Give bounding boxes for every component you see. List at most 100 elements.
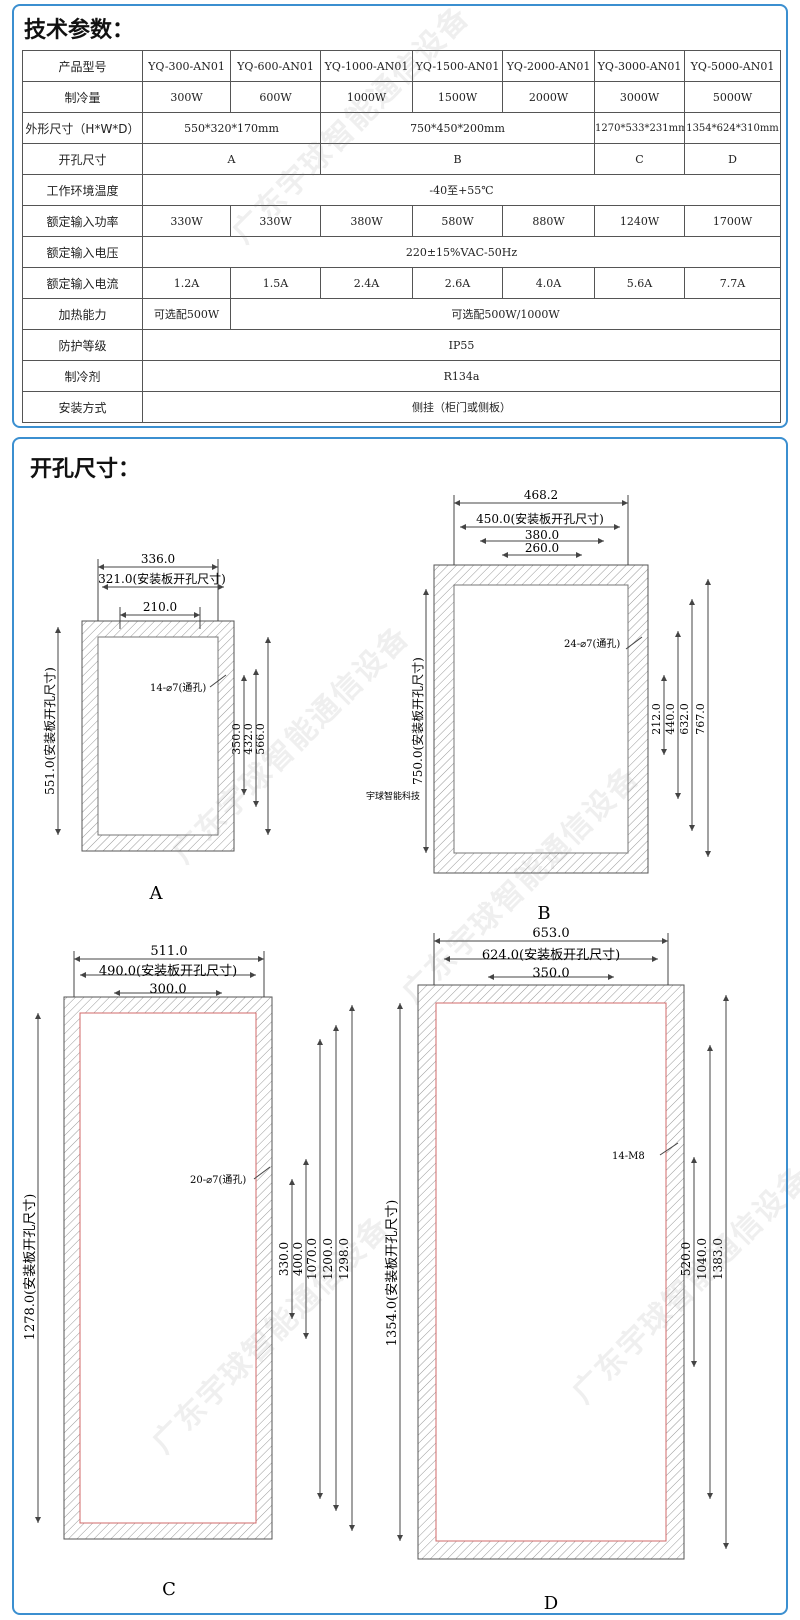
- table-cell: 3000W: [594, 81, 685, 113]
- table-row: 额定输入功率 330W 330W 380W 580W 880W 1240W 17…: [22, 205, 781, 237]
- spec-table: 产品型号 YQ-300-AN01 YQ-600-AN01 YQ-1000-AN0…: [22, 50, 781, 423]
- table-cell: 1.5A: [230, 267, 321, 299]
- table-row: 工作环境温度 -40至+55℃: [22, 174, 781, 206]
- dim-a-v3: 566.0: [254, 723, 267, 755]
- dim-a-cut-h: 551.0(安装板开孔尺寸): [42, 667, 57, 795]
- table-cell: 5.6A: [594, 267, 685, 299]
- table-cell: YQ-3000-AN01: [594, 50, 685, 82]
- cutout-drawings: 336.0 321.0(安装板开孔尺寸) 210.0 551.0(安装板开孔尺寸…: [23, 488, 729, 1613]
- dim-b-outer-w: 468.2: [524, 488, 558, 502]
- dim-d-w2: 350.0: [532, 966, 569, 981]
- row-label: 额定输入功率: [22, 205, 143, 237]
- table-row: 开孔尺寸 A B C D: [22, 143, 781, 175]
- label-a-holes: 14-⌀7(通孔): [150, 682, 206, 694]
- table-cell: -40至+55℃: [142, 174, 781, 206]
- table-row: 外形尺寸（H*W*D） 550*320*170mm 750*450*200mm …: [22, 112, 781, 144]
- row-label: 加热能力: [22, 298, 143, 330]
- row-label: 制冷剂: [22, 360, 143, 392]
- dim-d-cut-h: 1354.0(安装板开孔尺寸): [385, 1200, 400, 1347]
- table-cell: 可选配500W/1000W: [230, 298, 781, 330]
- row-label: 额定输入电压: [22, 236, 143, 268]
- drawings-panel: 开孔尺寸： 336.0 321.0(安装板开孔尺寸) 210.0 55: [12, 437, 788, 1615]
- dim-b-v2: 440.0: [664, 703, 677, 735]
- table-row: 产品型号 YQ-300-AN01 YQ-600-AN01 YQ-1000-AN0…: [22, 50, 781, 82]
- label-b: B: [537, 903, 550, 924]
- dim-c-v5: 1298.0: [337, 1238, 351, 1280]
- dim-b-cut-h: 750.0(安装板开孔尺寸): [410, 657, 425, 785]
- dim-c-cut-h: 1278.0(安装板开孔尺寸): [23, 1194, 38, 1341]
- dim-b-cut-w: 450.0(安装板开孔尺寸): [476, 511, 604, 526]
- table-row: 制冷量 300W 600W 1000W 1500W 2000W 3000W 50…: [22, 81, 781, 113]
- table-row: 额定输入电压 220±15%VAC-50Hz: [22, 236, 781, 268]
- label-d-holes: 14-M8: [612, 1151, 645, 1162]
- table-cell: D: [684, 143, 781, 175]
- table-cell: 580W: [412, 205, 503, 237]
- drawing-d: 653.0 624.0(安装板开孔尺寸) 350.0 1354.0(安装板开孔尺…: [385, 926, 729, 1613]
- dim-d-v3: 1383.0: [711, 1238, 725, 1280]
- table-cell: 550*320*170mm: [142, 112, 321, 144]
- table-cell: 1000W: [320, 81, 413, 113]
- dim-d-cut-w: 624.0(安装板开孔尺寸): [482, 948, 620, 963]
- table-row: 安装方式 侧挂（柜门或侧板）: [22, 391, 781, 423]
- table-cell: IP55: [142, 329, 781, 361]
- dim-b-w2: 380.0: [525, 528, 559, 542]
- drawings-title: 开孔尺寸：: [30, 457, 141, 482]
- table-cell: YQ-1000-AN01: [320, 50, 413, 82]
- dim-a-outer-w: 336.0: [141, 552, 175, 566]
- table-cell: YQ-2000-AN01: [502, 50, 595, 82]
- dim-b-v1: 212.0: [650, 703, 663, 735]
- dim-a-cut-w: 321.0(安装板开孔尺寸): [98, 571, 226, 586]
- dim-b-w3: 260.0: [525, 541, 559, 555]
- table-cell: 880W: [502, 205, 595, 237]
- table-cell: 7.7A: [684, 267, 781, 299]
- drawing-b: 468.2 450.0(安装板开孔尺寸) 380.0 260.0 750.0(安…: [366, 488, 711, 924]
- row-label: 工作环境温度: [22, 174, 143, 206]
- row-label: 额定输入电流: [22, 267, 143, 299]
- spec-panel: 技术参数： 产品型号 YQ-300-AN01 YQ-600-AN01 YQ-10…: [12, 4, 788, 428]
- table-cell: 600W: [230, 81, 321, 113]
- table-cell: 750*450*200mm: [320, 112, 595, 144]
- table-cell: 220±15%VAC-50Hz: [142, 236, 781, 268]
- table-cell: YQ-600-AN01: [230, 50, 321, 82]
- row-label: 外形尺寸（H*W*D）: [22, 112, 143, 144]
- label-a: A: [149, 883, 164, 904]
- dim-c-w2: 300.0: [149, 982, 186, 997]
- dim-d-outer-w: 653.0: [532, 926, 569, 941]
- table-cell: 2.6A: [412, 267, 503, 299]
- table-cell: B: [320, 143, 595, 175]
- table-row: 额定输入电流 1.2A 1.5A 2.4A 2.6A 4.0A 5.6A 7.7…: [22, 267, 781, 299]
- table-cell: 380W: [320, 205, 413, 237]
- table-cell: 4.0A: [502, 267, 595, 299]
- dim-c-v1: 330.0: [277, 1242, 291, 1276]
- dim-a-hole-w: 210.0: [143, 600, 177, 614]
- table-row: 防护等级 IP55: [22, 329, 781, 361]
- label-c-holes: 20-⌀7(通孔): [190, 1174, 246, 1186]
- table-cell: 2.4A: [320, 267, 413, 299]
- table-cell: C: [594, 143, 685, 175]
- dim-c-v2: 400.0: [291, 1242, 305, 1276]
- table-cell: 1.2A: [142, 267, 231, 299]
- table-cell: 330W: [142, 205, 231, 237]
- dim-c-outer-w: 511.0: [150, 944, 187, 959]
- table-cell: 1270*533*231mm: [594, 112, 685, 144]
- spec-title: 技术参数：: [24, 18, 135, 43]
- row-label: 制冷量: [22, 81, 143, 113]
- table-cell: YQ-5000-AN01: [684, 50, 781, 82]
- dim-a-v1: 350.0: [230, 723, 243, 755]
- table-cell: 300W: [142, 81, 231, 113]
- table-cell: YQ-1500-AN01: [412, 50, 503, 82]
- table-cell: 1240W: [594, 205, 685, 237]
- row-label: 防护等级: [22, 329, 143, 361]
- table-cell: YQ-300-AN01: [142, 50, 231, 82]
- label-d: D: [544, 1593, 558, 1613]
- dim-c-cut-w: 490.0(安装板开孔尺寸): [99, 964, 237, 979]
- table-row: 制冷剂 R134a: [22, 360, 781, 392]
- table-cell: R134a: [142, 360, 781, 392]
- table-cell: 5000W: [684, 81, 781, 113]
- dim-d-v1: 520.0: [679, 1242, 693, 1276]
- table-cell: A: [142, 143, 321, 175]
- drawing-c: 511.0 490.0(安装板开孔尺寸) 300.0 1278.0(安装板开孔尺…: [23, 944, 355, 1600]
- table-cell: 可选配500W: [142, 298, 231, 330]
- company-small: 宇球智能科技: [366, 790, 420, 802]
- table-cell: 2000W: [502, 81, 595, 113]
